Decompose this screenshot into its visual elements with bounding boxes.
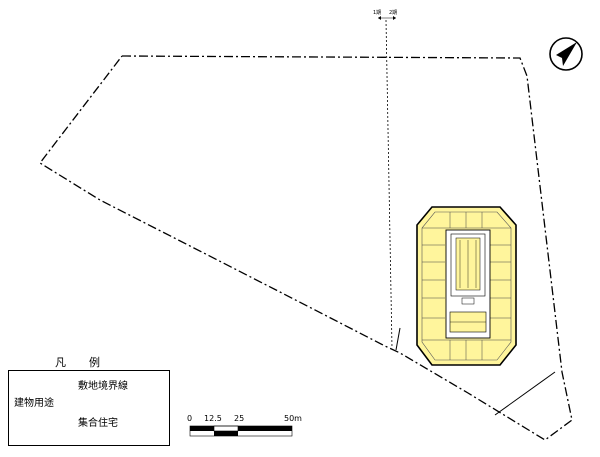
scale-tick-1: 12.5 bbox=[204, 414, 222, 423]
legend-title: 凡 例 bbox=[55, 356, 106, 369]
phase-marker-arrow-left bbox=[378, 16, 381, 20]
north-arrow-icon bbox=[549, 37, 583, 71]
scale-tick-3: 50m bbox=[284, 414, 302, 423]
phase-marker-arrow-right bbox=[393, 16, 396, 20]
lot-line bbox=[494, 371, 556, 416]
legend-use-heading: 建物用途 bbox=[14, 398, 54, 409]
scale-tick-2: 25 bbox=[234, 414, 245, 423]
phase-label-left: 1期 bbox=[373, 10, 381, 16]
legend-boundary-label: 敷地境界線 bbox=[78, 381, 128, 392]
legend-housing-label: 集合住宅 bbox=[78, 418, 118, 429]
housing-building bbox=[416, 206, 517, 366]
site-boundary-line bbox=[39, 55, 573, 441]
legend-box bbox=[8, 370, 170, 446]
lot-line bbox=[395, 327, 401, 351]
phase-division-line bbox=[385, 19, 393, 349]
scale-tick-0: 0 bbox=[187, 414, 193, 423]
phase-label-right: 2期 bbox=[389, 10, 397, 16]
scale-bar bbox=[189, 425, 293, 437]
